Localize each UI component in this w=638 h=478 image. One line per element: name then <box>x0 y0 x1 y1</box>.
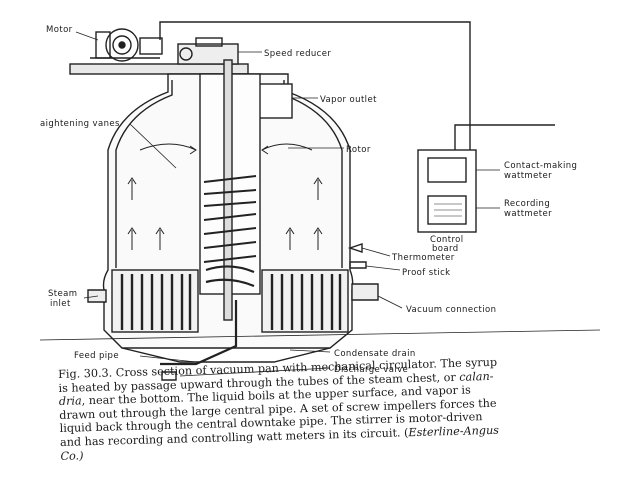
label-steam-2: inlet <box>50 299 71 309</box>
label-condensate-drain: Condensate drain <box>334 349 416 359</box>
label-discharge-valve: Discharge valve <box>334 365 408 375</box>
control-wire-2 <box>454 124 555 150</box>
figure-caption: Fig. 30.3. Cross section of vacuum pan w… <box>58 353 600 463</box>
caption-italic: Co.) <box>60 448 84 463</box>
label-control-1: Control <box>430 235 464 245</box>
label-proof-stick: Proof stick <box>402 268 451 278</box>
motor-icon <box>90 28 163 62</box>
calandria <box>111 269 349 333</box>
label-speed-reducer: Speed reducer <box>264 49 331 59</box>
label-contact-making-2: wattmeter <box>504 171 552 181</box>
feed-pipe <box>160 300 238 366</box>
label-feed-pipe: Feed pipe <box>74 351 119 361</box>
label-vacuum-connection: Vacuum connection <box>406 305 496 315</box>
speed-reducer-icon <box>177 37 239 65</box>
bottom-cone <box>121 347 331 363</box>
thermometer-icon <box>347 243 363 253</box>
caption-italic: Esterline-Angus <box>408 423 500 440</box>
label-rotor: Rotor <box>346 145 371 155</box>
impellers <box>203 175 257 288</box>
vacuum-connection-pipe <box>351 283 379 301</box>
label-control-2: board <box>432 244 459 254</box>
label-straightening-vanes: aightening vanes <box>40 119 120 129</box>
label-contact-making-1: Contact-making <box>504 161 577 171</box>
control-board <box>417 149 477 233</box>
control-wire <box>159 21 471 150</box>
ground-line <box>39 329 601 341</box>
label-motor: Motor <box>46 25 73 35</box>
label-vapor-outlet: Vapor outlet <box>320 95 377 105</box>
label-steam-1: Steam <box>48 289 77 299</box>
shaft <box>223 59 233 321</box>
vapor-outlet <box>257 83 293 119</box>
proof-stick-icon <box>349 261 367 269</box>
discharge-valve-icon <box>161 371 177 381</box>
label-thermometer: Thermometer <box>391 253 455 263</box>
label-recording-2: wattmeter <box>504 209 552 219</box>
motor-platform <box>69 63 249 75</box>
caption-italic: dria <box>58 394 82 409</box>
label-recording-1: Recording <box>504 199 550 209</box>
caption-italic: calan- <box>459 369 494 384</box>
